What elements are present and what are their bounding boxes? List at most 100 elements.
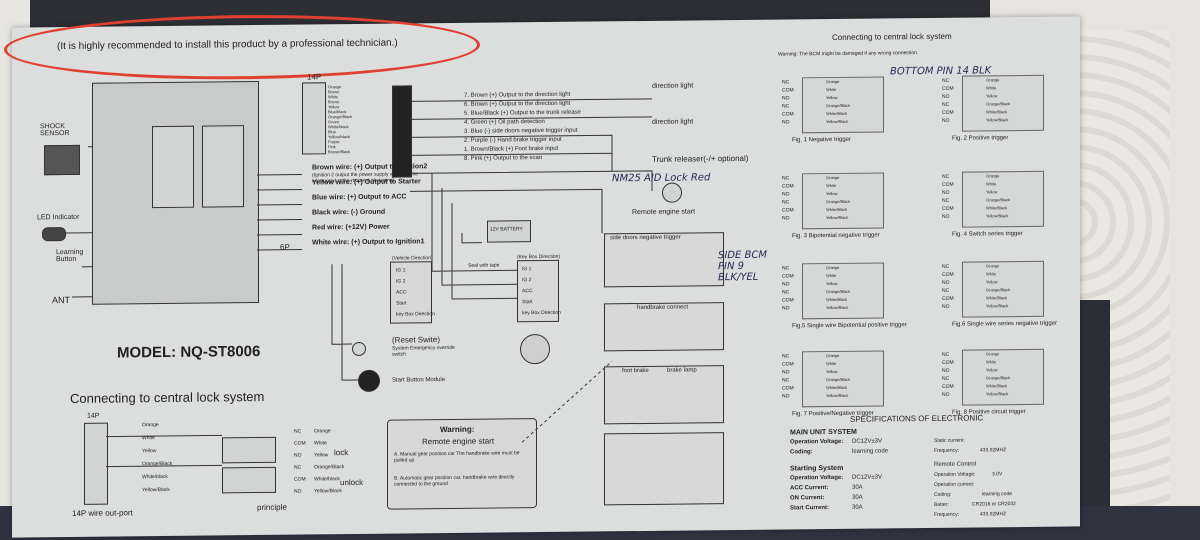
figure-term: NC [942,77,950,84]
spec-st-voltage-val: DC12V±3V [852,474,882,481]
output-wire-label: 4. Green (+) Oil path detection [464,119,545,126]
output-wire-label: 5. Blue/Black (+) Output to the trunk re… [464,109,581,117]
figure-color: Orange [986,77,1000,83]
figure-term: NC [782,265,790,272]
output-wire-label: 8. Pink (+) Output to the scan [464,155,543,162]
figure-term: NO [782,369,790,376]
figure-term: NO [942,367,950,374]
spec-acc-val: 30A [852,484,863,491]
figure-term: NC [942,287,950,294]
spec-st-voltage: Operation Voltage: [790,474,844,482]
figure-term: NO [782,305,790,312]
figure-term: NO [942,303,950,310]
figure-caption: Fig.5 Single wire Bipotential positive t… [792,322,907,330]
figure-color: Orange/Black [986,101,1011,107]
figure-term: COM [942,295,954,302]
figure-color: White/Black [826,384,848,391]
spec-remote-voltage-val: 3.0V [992,471,1003,478]
central-lock-color: White/black [142,473,168,481]
figure-color: White/Black [826,206,848,213]
central-lock-term: NO [294,452,302,459]
figure-term: NC [942,101,950,108]
figure-color: Yellow/Black [986,303,1009,309]
central-lock-term: NC [294,464,302,471]
figure-color: Yellow/Black [826,214,849,221]
spec-on-current: ON Current: [790,495,825,502]
output-wire-label: 3. Blue (-) side doors negative trigger … [464,127,578,135]
figure-term: NO [782,393,790,400]
spec-start-val: 30A [852,504,863,511]
figure-term: COM [782,273,794,280]
central-lock-term: COM [294,476,306,483]
output-wire-label: 1. Brown/Black (+) Foot brake input [464,145,559,153]
figure-color: White/Black [986,383,1008,389]
figure-term: NO [782,119,790,126]
spec-frequency: Frequency: [934,447,960,454]
figure-color: Yellow [986,189,998,195]
figure-term: NO [782,191,790,198]
figure-term: NC [782,289,790,296]
figure-term: COM [942,205,954,212]
central-lock-term: NO [294,488,302,495]
figure-term: COM [942,181,954,188]
figure-color: White/Black [826,296,848,303]
figure-term: COM [782,207,794,214]
spec-coding: Coding: [790,449,813,456]
figure-term: COM [782,297,794,304]
figure-term: NC [942,173,950,180]
figure-color: Yellow [826,280,838,287]
central-lock-term: COM [294,440,306,447]
spec-op-voltage: Operation Voltage: [790,438,844,446]
figure-color: White [826,86,837,93]
spec-starting-title: Starting System [790,464,844,473]
ignition-term-vehicle: ACC [396,289,407,296]
spec-battery-val: CR2016 or CR2032 [972,501,1016,508]
figure-term: COM [782,111,794,118]
figure-color: Yellow/Black [986,117,1009,123]
figure-term: COM [942,271,954,278]
figure-color: Orange/Black [986,287,1011,293]
figure-color: Orange [826,174,840,181]
spec-remote-voltage: Operation Voltage: [934,471,976,478]
central-lock-term-color: Yellow [314,452,329,459]
figure-term: NO [782,95,790,102]
figure-term: NO [942,279,950,286]
central-lock-color: White [142,435,155,442]
ignition-term-vehicle: IG 1 [396,267,406,274]
spec-op-voltage-val: DC12V±3V [852,438,882,445]
figure-color: White [826,272,837,279]
figure-color: Orange [986,351,1000,357]
spec-remote-title: Remote Control [934,461,977,468]
central-lock-term-color: Orange [314,428,331,435]
figure-term: COM [782,183,794,190]
figure-color: White [986,181,997,187]
central-lock-color: Yellow/Black [142,486,170,494]
figure-term: NC [782,377,790,384]
spec-remote-current: Operation current: [934,481,975,488]
figure-color: Yellow [826,94,838,101]
figure-term: COM [942,109,954,116]
ignition-term-vehicle: IG 2 [396,278,406,285]
figure-color: Orange [986,263,1000,269]
figure-term: NO [942,189,950,196]
figure-caption: Fig. 2 Positive trigger [952,135,1009,142]
figure-color: Yellow [826,190,838,197]
ignition-term-keybox: IG 1 [522,266,532,273]
figure-term: NO [942,213,950,220]
figure-color: Orange/Black [986,375,1011,381]
spec-battery: Batter: [934,501,949,508]
spec-static-current: Static current: [934,437,965,444]
central-lock-color: Orange [142,422,159,429]
central-lock-term-color: White/black [314,476,340,483]
spec-remote-coding-val: learning code [982,491,1013,498]
figure-color: Orange/Black [826,288,851,295]
power-wire-label: Red wire: (+12V) Power [312,223,390,232]
spec-remote-coding: Coding: [934,491,952,498]
figure-term: NC [782,353,790,360]
figure-color: White/Black [986,295,1008,301]
figure-term: NO [942,117,950,124]
figure-term: NC [782,103,790,110]
power-wire-label: White wire: (+) Output to Ignition1 [312,238,425,247]
figure-term: COM [782,361,794,368]
wiring-diagram-sheet: (It is highly recommended to install thi… [4,12,1080,538]
